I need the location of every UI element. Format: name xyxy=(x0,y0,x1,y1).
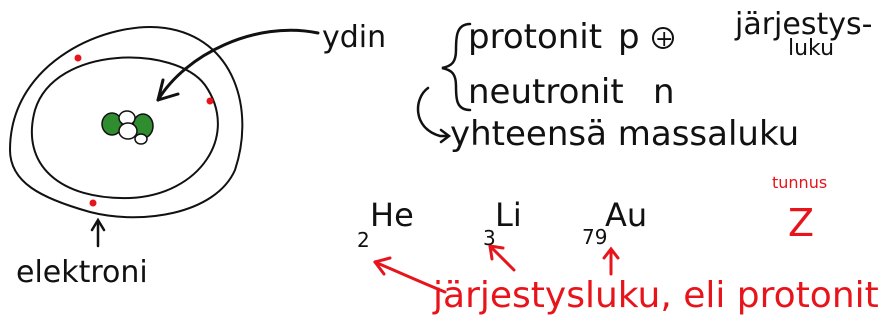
proton-particle xyxy=(118,122,138,140)
orbit-outer xyxy=(8,26,244,219)
proton-charge: + xyxy=(655,27,673,52)
atom-diagram xyxy=(8,26,244,219)
atomic-number-label-top: järjestys- xyxy=(734,7,872,42)
atomic-number-label-bottom: luku xyxy=(788,36,834,61)
proton-particle xyxy=(134,133,148,145)
arrow-to-li xyxy=(488,244,516,272)
sum-arrow xyxy=(416,86,452,144)
electron-dot-3 xyxy=(89,199,97,207)
nucleus-arrow xyxy=(156,28,320,102)
positive-charge-circle xyxy=(652,27,674,49)
bottom-caption: järjestysluku, eli protonit xyxy=(432,275,879,316)
element-number-li: 3 xyxy=(483,226,496,250)
composition-brace xyxy=(441,22,472,112)
red-arrows xyxy=(373,244,620,294)
electron-dot-1 xyxy=(74,54,82,62)
neutrons-label: neutronit xyxy=(468,72,624,112)
element-number-au: 79 xyxy=(582,225,607,249)
arrow-to-he xyxy=(373,260,447,294)
nucleus-label: ydin xyxy=(322,20,386,55)
element-number-he: 2 xyxy=(357,228,370,252)
proton-symbol: p xyxy=(618,17,640,57)
electron-label: elektroni xyxy=(16,255,148,290)
element-symbol-li: Li xyxy=(495,196,522,234)
atomic-number-symbol: Z xyxy=(788,201,814,245)
orbit-inner xyxy=(30,56,219,200)
element-examples: 2 He 3 Li 79 Au xyxy=(357,196,647,252)
nucleus xyxy=(101,110,154,145)
neutron-symbol: n xyxy=(653,72,675,112)
mass-number-label: yhteensä massaluku xyxy=(450,114,799,154)
electron-dot-2 xyxy=(206,97,214,105)
symbol-label: tunnus xyxy=(772,173,827,192)
protons-label: protonit xyxy=(468,17,602,57)
element-symbol-he: He xyxy=(370,196,414,234)
electron-arrow xyxy=(90,217,106,248)
element-symbol-au: Au xyxy=(605,196,647,234)
